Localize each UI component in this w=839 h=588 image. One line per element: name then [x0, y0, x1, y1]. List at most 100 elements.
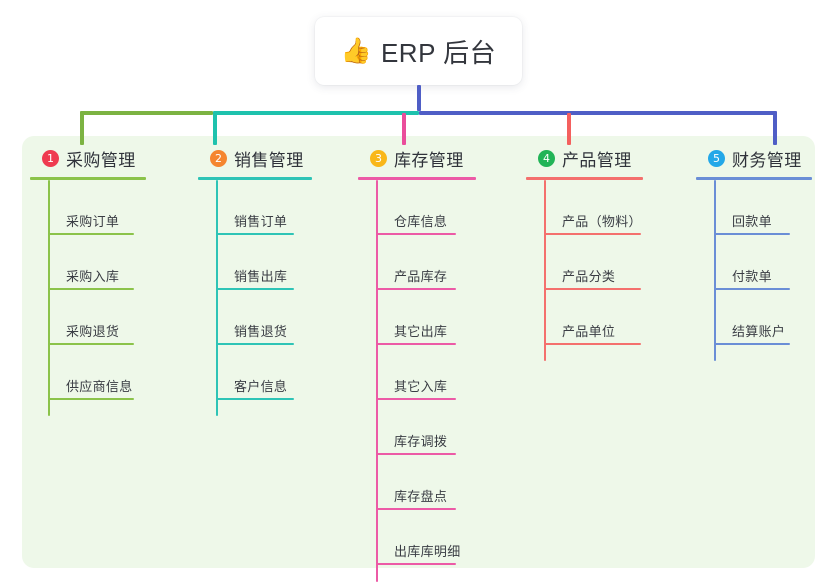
bus-green [80, 111, 213, 115]
leaf-underline [376, 398, 456, 400]
branch-underline-finance [696, 177, 812, 180]
leaf-item[interactable]: 产品分类 [544, 235, 643, 290]
leaf-label: 销售退货 [234, 324, 288, 339]
leaf-underline [48, 398, 134, 400]
leaf-label: 产品单位 [562, 324, 616, 339]
leaf-spine-purchase [48, 180, 50, 416]
branch-number-badge-inventory: 3 [370, 149, 387, 167]
leaf-item[interactable]: 其它出库 [376, 290, 476, 345]
leaf-label: 采购退货 [66, 324, 120, 339]
leaf-item[interactable]: 出库库明细 [376, 510, 476, 565]
branch-number-badge-sales: 2 [210, 149, 227, 167]
leaf-label: 产品库存 [394, 269, 448, 284]
branch-number-badge-product: 4 [538, 149, 555, 167]
leaf-item[interactable]: 采购入库 [48, 235, 146, 290]
leaf-underline [544, 288, 641, 290]
leaf-list-purchase: 采购订单采购入库采购退货供应商信息 [48, 180, 146, 416]
leaf-item[interactable]: 回款单 [714, 180, 812, 235]
branch-header-sales[interactable]: 2 销售管理 [198, 145, 312, 171]
branch-label-finance: 财务管理 [732, 150, 802, 170]
leaf-label: 其它入库 [394, 379, 448, 394]
root-title: ERP 后台 [380, 37, 497, 68]
leaf-item[interactable]: 仓库信息 [376, 180, 476, 235]
drop-inventory [402, 113, 406, 145]
leaf-spine-inventory [376, 180, 378, 582]
branch-label-product: 产品管理 [562, 150, 632, 170]
leaf-label: 销售订单 [234, 214, 288, 229]
leaf-underline [216, 233, 294, 235]
leaf-item[interactable]: 付款单 [714, 235, 812, 290]
leaf-list-finance: 回款单付款单结算账户 [714, 180, 812, 361]
leaf-underline [376, 508, 456, 510]
leaf-item[interactable]: 结算账户 [714, 290, 812, 345]
leaf-item[interactable]: 产品（物料） [544, 180, 643, 235]
leaf-underline [544, 343, 641, 345]
root-node[interactable]: 👍 ERP 后台 [315, 17, 522, 85]
leaf-underline [216, 398, 294, 400]
branch-underline-purchase [30, 177, 146, 180]
leaf-item[interactable]: 采购退货 [48, 290, 146, 345]
thumbs-up-icon: 👍 [340, 36, 372, 65]
drop-finance [773, 113, 777, 145]
branch-label-sales: 销售管理 [234, 150, 304, 170]
leaf-item[interactable]: 销售出库 [216, 235, 312, 290]
leaf-item[interactable]: 销售退货 [216, 290, 312, 345]
branch-number-badge-finance: 5 [708, 149, 725, 167]
root-node-content: 👍 ERP 后台 [341, 33, 496, 70]
branch-purchase: 1 采购管理采购订单采购入库采购退货供应商信息 [30, 145, 146, 416]
leaf-spine-sales [216, 180, 218, 416]
leaf-label: 出库库明细 [394, 544, 461, 559]
leaf-underline [216, 288, 294, 290]
leaf-underline [544, 233, 641, 235]
leaf-label: 付款单 [732, 269, 772, 284]
leaf-label: 供应商信息 [66, 379, 133, 394]
leaf-label: 仓库信息 [394, 214, 448, 229]
branches-panel [22, 136, 815, 568]
drop-product [567, 113, 571, 145]
leaf-underline [376, 233, 456, 235]
leaf-underline [714, 343, 790, 345]
leaf-underline [48, 343, 134, 345]
leaf-underline [376, 453, 456, 455]
leaf-list-product: 产品（物料） 产品分类产品单位 [544, 180, 643, 361]
leaf-item[interactable]: 供应商信息 [48, 345, 146, 400]
bus-teal [213, 111, 419, 115]
branch-label-purchase: 采购管理 [66, 150, 136, 170]
leaf-item[interactable]: 库存盘点 [376, 455, 476, 510]
branch-number-badge-purchase: 1 [42, 149, 59, 167]
leaf-item[interactable]: 客户信息 [216, 345, 312, 400]
leaf-item[interactable]: 产品库存 [376, 235, 476, 290]
leaf-label: 回款单 [732, 214, 772, 229]
bus-blue [419, 111, 777, 115]
leaf-list-inventory: 仓库信息产品库存其它出库其它入库库存调拨库存盘点出库库明细 [376, 180, 476, 582]
leaf-item[interactable]: 产品单位 [544, 290, 643, 345]
leaf-item[interactable]: 库存调拨 [376, 400, 476, 455]
leaf-underline [376, 343, 456, 345]
branch-header-product[interactable]: 4 产品管理 [526, 145, 643, 171]
leaf-underline [714, 233, 790, 235]
leaf-label: 其它出库 [394, 324, 448, 339]
drop-sales [213, 113, 217, 145]
leaf-label: 产品分类 [562, 269, 616, 284]
branch-header-purchase[interactable]: 1 采购管理 [30, 145, 146, 171]
branch-underline-inventory [358, 177, 476, 180]
leaf-label: 产品（物料） [562, 214, 642, 229]
leaf-item[interactable]: 其它入库 [376, 345, 476, 400]
leaf-list-sales: 销售订单销售出库销售退货客户信息 [216, 180, 312, 416]
leaf-label: 采购入库 [66, 269, 120, 284]
leaf-label: 销售出库 [234, 269, 288, 284]
leaf-label: 客户信息 [234, 379, 288, 394]
branch-underline-sales [198, 177, 312, 180]
leaf-item[interactable]: 销售订单 [216, 180, 312, 235]
leaf-label: 结算账户 [732, 324, 786, 339]
branch-header-finance[interactable]: 5 财务管理 [696, 145, 812, 171]
leaf-underline [376, 563, 456, 565]
leaf-label: 库存调拨 [394, 434, 448, 449]
leaf-underline [216, 343, 294, 345]
leaf-item[interactable]: 采购订单 [48, 180, 146, 235]
leaf-underline [714, 288, 790, 290]
leaf-spine-finance [714, 180, 716, 361]
